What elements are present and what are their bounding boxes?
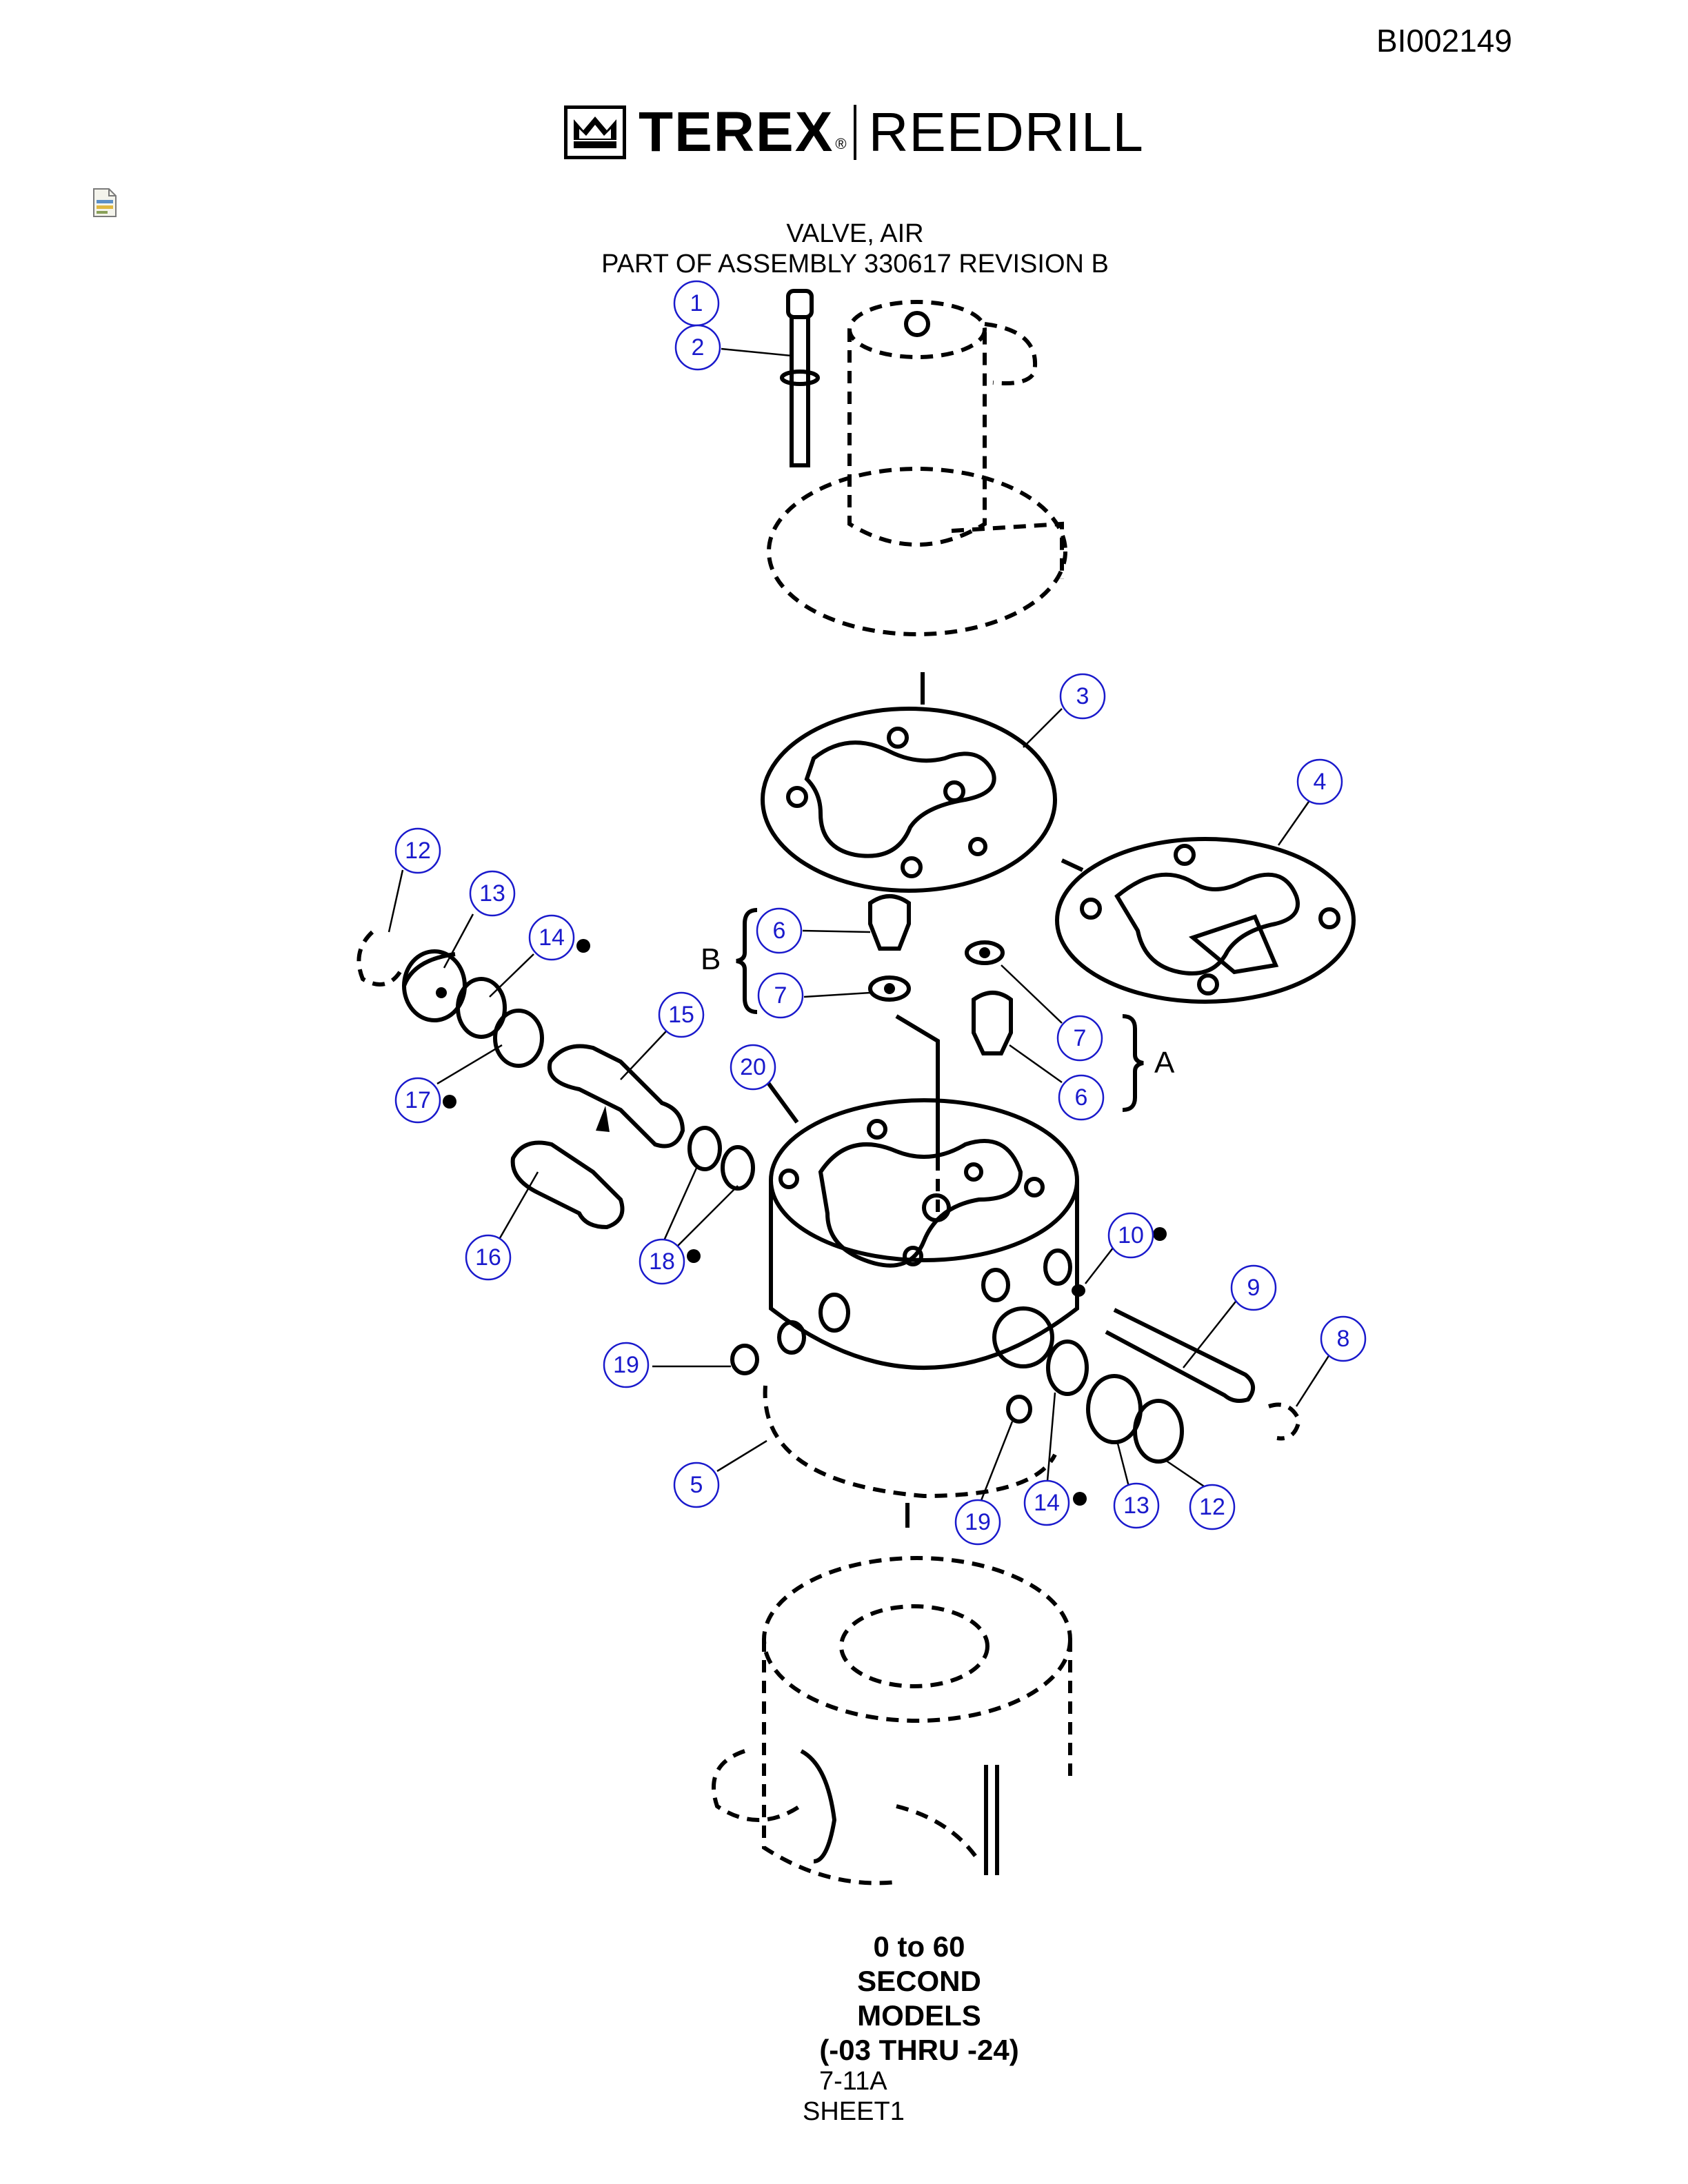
- callout-bubble: 8: [1320, 1315, 1367, 1362]
- sheet-number: SHEET1: [803, 2097, 905, 2126]
- models-line-3: MODELS: [857, 1999, 981, 2032]
- callout-label: 3: [1076, 683, 1089, 709]
- callout-bubble: 16: [465, 1234, 512, 1281]
- callout-bubble: 10: [1107, 1212, 1154, 1259]
- callout-bubble: 7: [757, 972, 804, 1019]
- models-line-4: (-03 THRU -24): [819, 2034, 1019, 2066]
- callout-bubble: 2: [674, 324, 721, 371]
- pin-part-1: [780, 289, 820, 467]
- callout-label: 18: [649, 1248, 675, 1275]
- brand-name: TEREX: [639, 101, 834, 163]
- callout-bubble: 19: [603, 1342, 650, 1388]
- callout-label: 7: [774, 982, 787, 1009]
- document-id: BI002149: [1376, 23, 1512, 59]
- callout-label: 19: [613, 1352, 639, 1378]
- callout-bubble: 5: [673, 1462, 720, 1508]
- callout-label: 7: [1074, 1025, 1087, 1051]
- diagram-subtitle: PART OF ASSEMBLY 330617 REVISION B: [601, 250, 1109, 279]
- callout-bubble: 20: [730, 1044, 776, 1091]
- figure-number: 7-11A: [819, 2067, 887, 2096]
- callout-bubble: 19: [954, 1499, 1001, 1546]
- callout-label: 1: [690, 290, 703, 316]
- callout-bubble: 18: [639, 1238, 685, 1285]
- callout-bubble: 14: [1023, 1479, 1070, 1526]
- valve-body-part-20: [765, 1080, 1079, 1370]
- brand-logo: TEREX ® REEDRILL: [564, 103, 1144, 161]
- callout-bubble: 13: [469, 870, 516, 917]
- housing-phantom-part-5: [763, 1385, 1057, 1499]
- callout-label: 13: [479, 880, 505, 907]
- registered-mark: ®: [835, 135, 847, 152]
- callout-bubble: 4: [1296, 758, 1343, 805]
- gasket-part-3: [761, 707, 1057, 893]
- callout-label: 19: [965, 1509, 991, 1535]
- callout-label: 6: [1075, 1084, 1088, 1111]
- models-line-1: 0 to 60: [873, 1930, 965, 1963]
- callout-label: 16: [475, 1244, 501, 1271]
- models-line-2: SECOND: [857, 1965, 981, 1997]
- callout-label: 5: [690, 1472, 703, 1498]
- callout-label: 14: [1034, 1490, 1060, 1516]
- callout-label: 6: [773, 918, 786, 944]
- valve-group-b: [868, 894, 940, 1213]
- callout-bubble: 1: [673, 280, 720, 327]
- callout-label: 13: [1123, 1493, 1149, 1519]
- callout-label: 17: [405, 1087, 431, 1113]
- callout-bubble: 3: [1059, 673, 1106, 720]
- callout-label: 8: [1337, 1326, 1350, 1352]
- terex-crown-icon: [564, 105, 626, 159]
- actuator-phantom: [767, 300, 1067, 636]
- brand-division: REEDRILL: [868, 101, 1144, 163]
- right-parts-group: [730, 1284, 1302, 1464]
- callout-label: 15: [668, 1002, 694, 1028]
- callout-label: 12: [1199, 1494, 1225, 1520]
- callout-bubble: 12: [1189, 1484, 1236, 1530]
- callout-label: 10: [1118, 1222, 1144, 1248]
- callout-label: 12: [405, 838, 431, 864]
- callout-bubble: 6: [756, 907, 803, 954]
- kit-dots: [443, 939, 1167, 1506]
- callout-bubble: 15: [658, 991, 705, 1038]
- callout-bubble: 6: [1058, 1074, 1105, 1121]
- callout-label: 2: [692, 334, 705, 361]
- callout-bubble: 13: [1113, 1482, 1160, 1529]
- leader-lines: [388, 347, 1332, 1506]
- gasket-part-4: [1055, 837, 1356, 1004]
- callout-bubbles: 1 2 3 4 6 7 7 6 12 13 14 15 17 16 18 20 …: [394, 280, 1367, 1546]
- brand-divider: [853, 105, 856, 160]
- callout-bubble: 9: [1230, 1264, 1277, 1311]
- bracket-label-b: B: [701, 942, 721, 976]
- bracket-label-a: A: [1154, 1046, 1175, 1080]
- valve-group-a: [965, 940, 1013, 1055]
- callout-bubble: 7: [1056, 1015, 1103, 1062]
- callout-label: 4: [1314, 769, 1327, 795]
- bottom-assembly-phantom: [712, 1556, 1072, 1885]
- left-parts-group: [356, 930, 755, 1230]
- callout-bubble: 14: [528, 914, 575, 961]
- diagram-title: VALVE, AIR: [786, 219, 924, 248]
- callout-label: 9: [1247, 1275, 1260, 1301]
- document-icon[interactable]: [92, 188, 117, 218]
- callout-bubble: 17: [394, 1077, 441, 1124]
- callout-label: 20: [740, 1054, 766, 1080]
- callout-bubble: 12: [394, 827, 441, 874]
- callout-label: 14: [539, 924, 565, 951]
